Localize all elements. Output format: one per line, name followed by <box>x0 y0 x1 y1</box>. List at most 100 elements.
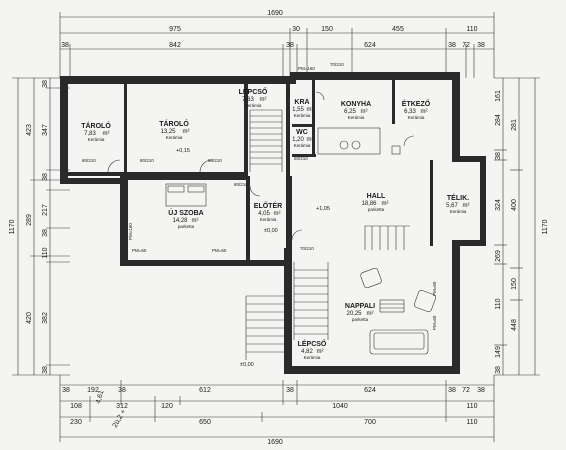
room-name: ELŐTÉR <box>254 201 282 210</box>
stair-bottom <box>293 262 329 340</box>
dim-right-149: 149 <box>495 346 502 358</box>
room-area: 1,20 <box>292 137 304 143</box>
room-material: parketta <box>368 207 385 212</box>
room-lepcso-top: LÉPCSŐ 7,63 m² Kerámia <box>239 87 268 108</box>
room-area: 18,86 <box>361 201 377 207</box>
dim-right-110: 110 <box>495 298 502 309</box>
room-unit: m² <box>463 203 470 209</box>
dim-left-347: 347 <box>42 124 49 136</box>
room-unit: m² <box>421 109 428 115</box>
dim-top-38a: 38 <box>61 42 69 49</box>
room-name: HALL <box>367 193 386 200</box>
dim-right-161: 161 <box>495 90 502 102</box>
room-area: 6,33 <box>404 109 416 115</box>
room-konyha: KONYHA 6,25 m² Kerámia <box>341 101 371 120</box>
room-area: 5,67 <box>446 203 458 209</box>
level-eloter: ±0,00 <box>264 228 278 234</box>
door-code-2: 80/210 <box>140 158 154 163</box>
room-area: 1,55 <box>292 107 304 113</box>
room-name: LÉPCSŐ <box>239 87 268 96</box>
room-unit: m² <box>274 211 281 217</box>
dim-right-38: 38 <box>495 152 502 160</box>
dim-right-281: 281 <box>511 119 518 131</box>
room-area: 7,63 <box>242 97 254 103</box>
room-area: 6,25 <box>344 109 356 115</box>
dim-top-624: 624 <box>364 42 376 49</box>
dim-bottom-612: 612 <box>199 387 211 394</box>
room-unit: m² <box>307 107 314 113</box>
room-area: 14,28 <box>172 218 188 224</box>
room-area: 7,83 <box>84 131 96 137</box>
dim-bottom-624: 624 <box>364 387 376 394</box>
room-material: Kerámia <box>294 113 311 118</box>
armchair-1 <box>360 267 382 289</box>
dim-bottom-650: 650 <box>199 419 211 426</box>
dim-left-total: 1170 <box>9 219 16 234</box>
dim-top-842: 842 <box>169 42 181 49</box>
room-material: Kerámia <box>245 103 262 108</box>
kitchen-counter <box>317 127 401 155</box>
room-material: Kerámia <box>88 137 105 142</box>
room-tarolo-2: TÁROLÓ 13,25 m² Kerámia +0,15 <box>159 119 190 154</box>
room-area: 4,82 <box>301 349 313 355</box>
room-area: 20,25 <box>346 311 362 317</box>
stair-top <box>249 109 283 172</box>
dim-bottom-1040: 1040 <box>332 403 348 410</box>
dim-left-217: 217 <box>42 204 49 216</box>
dim-left-423: 423 <box>26 124 33 136</box>
room-uj-szoba: ÚJ SZOBA 14,28 m² parketta <box>168 208 203 229</box>
window-code-1: PM=60 <box>132 248 147 253</box>
room-material: Kerámia <box>304 355 321 360</box>
dim-bottom-110b: 110 <box>466 419 477 426</box>
room-kamra: KRA 1,55 m² Kerámia <box>292 99 313 118</box>
room-name: LÉPCSŐ <box>298 339 327 348</box>
stair-outside <box>245 295 284 360</box>
door-swings <box>107 91 415 241</box>
coffee-table <box>379 299 405 313</box>
door-code-6: 60/210 <box>294 156 308 161</box>
room-hall: HALL 18,86 m² parketta +1,05 <box>316 193 389 212</box>
dim-left-420: 420 <box>26 312 33 324</box>
dim-bottom-38c: 38 <box>286 387 294 394</box>
armchair-2 <box>414 290 436 312</box>
dim-right-150: 150 <box>511 278 518 290</box>
room-unit: m² <box>260 97 267 103</box>
room-unit: m² <box>307 137 314 143</box>
room-unit: m² <box>361 109 368 115</box>
dim-right-324: 324 <box>495 199 502 211</box>
room-etkezo: ÉTKEZŐ 6,33 m² Kerámia <box>402 99 431 120</box>
dim-bottom-38d: 38 <box>448 387 456 394</box>
room-name: TÉLIK. <box>447 193 469 202</box>
top-dimension-lines <box>59 12 495 78</box>
room-wc: WC 1,20 m² Kerámia <box>292 129 313 148</box>
dim-bottom-38b: 38 <box>118 387 126 394</box>
window-code-2: PM=60 <box>212 248 227 253</box>
room-material: Kerámia <box>348 115 365 120</box>
room-unit: m² <box>192 218 199 224</box>
dim-bottom-230: 230 <box>70 419 82 426</box>
window-code-4: PM=60 <box>432 315 437 330</box>
right-dimension-lines <box>494 77 540 376</box>
level-hall: +1,05 <box>316 206 330 212</box>
dim-bottom-120: 120 <box>161 403 173 410</box>
dim-right-total: 1170 <box>542 219 549 234</box>
door-code-1: 80/210 <box>82 158 96 163</box>
room-unit: m² <box>183 129 190 135</box>
room-unit: m² <box>367 311 374 317</box>
room-unit: m² <box>103 131 110 137</box>
dim-top-110: 110 <box>466 26 477 33</box>
level-tarolo: +0,15 <box>176 148 190 154</box>
handwritten-note-1: 4,61 <box>95 389 105 404</box>
door-code-4: 80/210 <box>234 182 248 187</box>
dim-left-289: 289 <box>26 214 33 226</box>
window-code-5: PM=160 <box>298 66 315 71</box>
stair-hall <box>364 225 410 250</box>
room-material: parketta <box>352 317 369 322</box>
dim-left-38c: 38 <box>42 229 49 237</box>
room-unit: m² <box>382 201 389 207</box>
room-material: Kerámia <box>450 209 467 214</box>
sofa <box>369 329 429 355</box>
dim-left-110: 110 <box>42 247 49 258</box>
dim-bottom-38a: 38 <box>62 387 70 394</box>
